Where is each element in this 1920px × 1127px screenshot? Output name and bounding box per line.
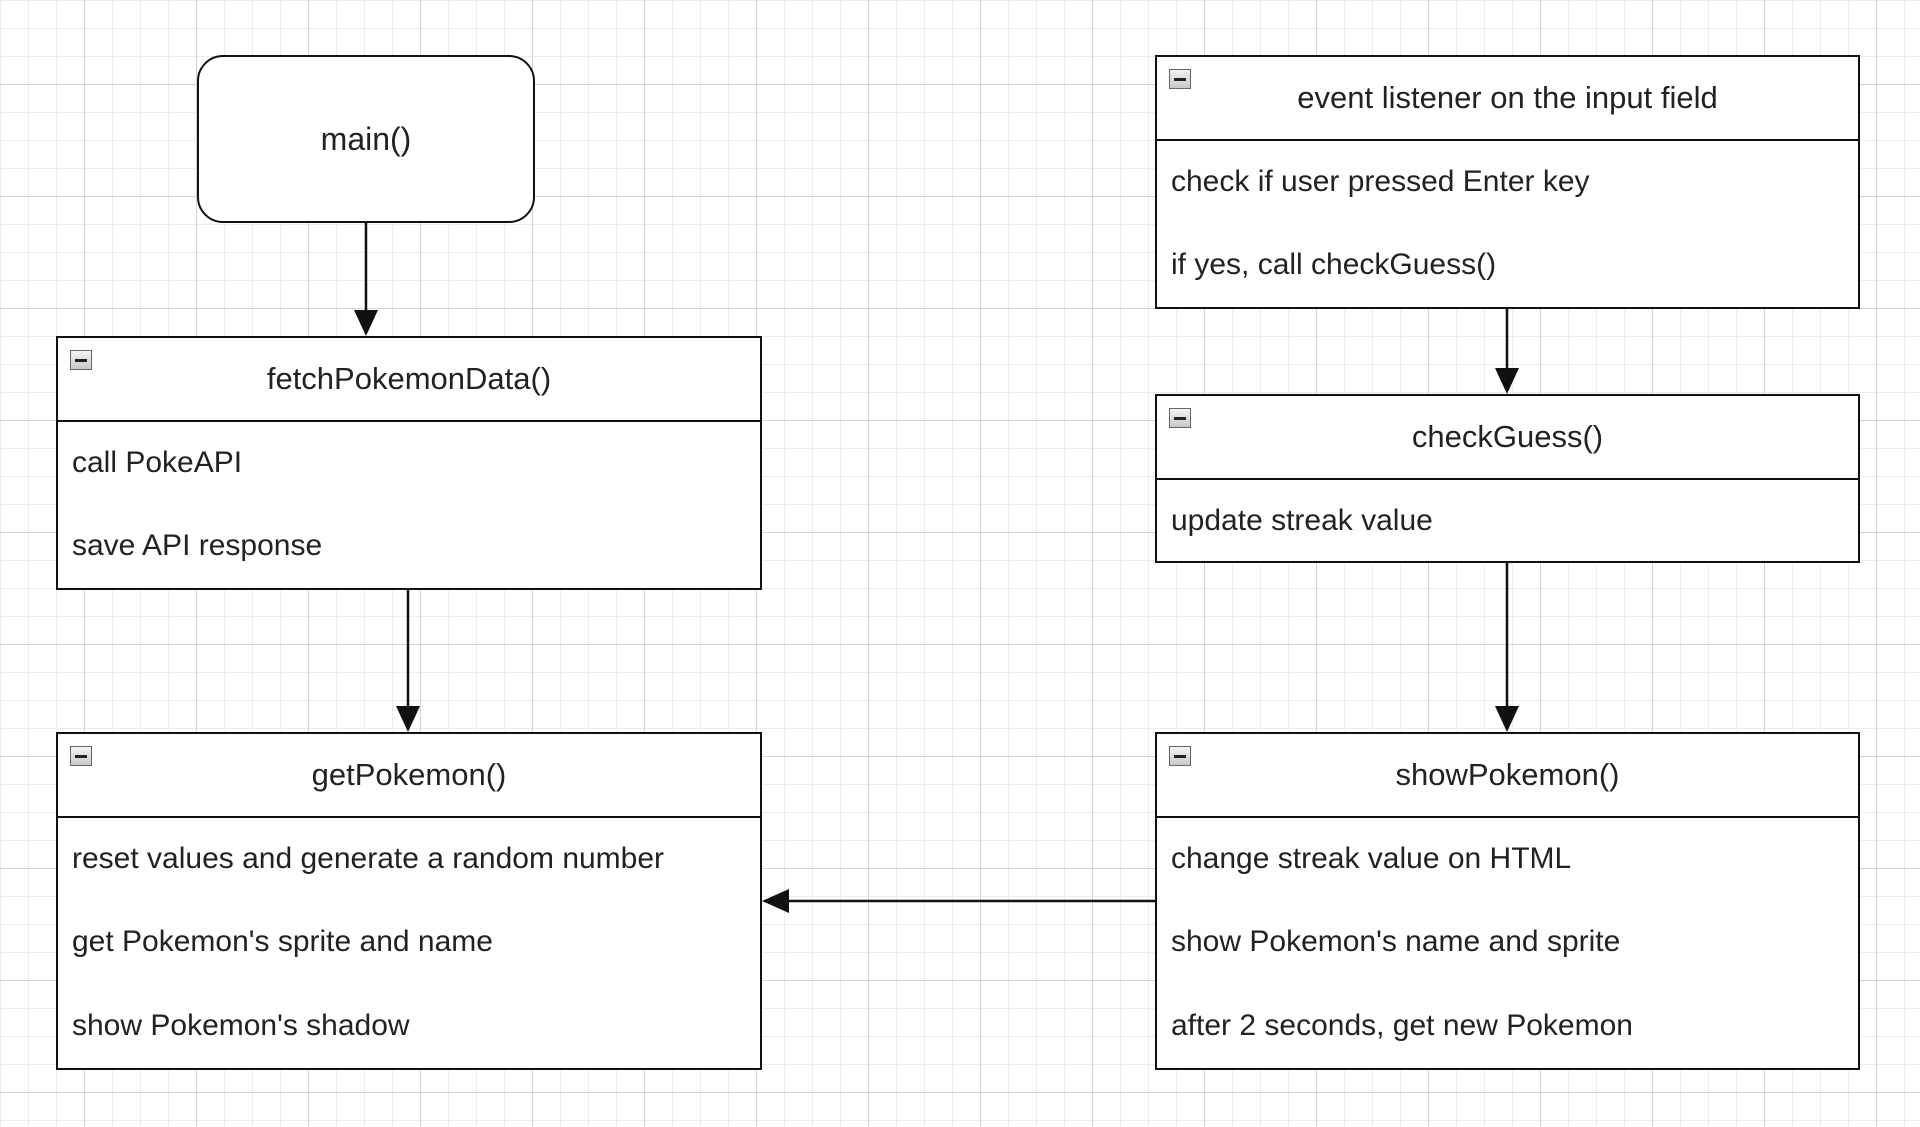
check-node-header: checkGuess() bbox=[1157, 396, 1858, 480]
edge-listener-to-check bbox=[1495, 309, 1519, 394]
fetch-node-item: call PokeAPI bbox=[72, 446, 243, 479]
collapse-icon[interactable] bbox=[1169, 746, 1191, 766]
collapse-icon[interactable] bbox=[70, 746, 92, 766]
edge-check-to-show bbox=[1495, 563, 1519, 732]
main-node[interactable]: main() bbox=[197, 55, 535, 223]
listener-node-body: check if user pressed Enter key if yes, … bbox=[1157, 141, 1858, 307]
fetch-node-item: save API response bbox=[72, 529, 323, 562]
check-node-body: update streak value bbox=[1157, 480, 1858, 562]
get-node-title: getPokemon() bbox=[311, 757, 507, 792]
fetch-node-body: call PokeAPI save API response bbox=[58, 422, 760, 588]
event-listener-node[interactable]: event listener on the input field check … bbox=[1155, 55, 1860, 309]
get-node-header: getPokemon() bbox=[58, 734, 760, 818]
show-node-item: after 2 seconds, get new Pokemon bbox=[1171, 1009, 1633, 1042]
fetch-pokemon-data-node[interactable]: fetchPokemonData() call PokeAPI save API… bbox=[56, 336, 762, 590]
edge-fetch-to-get bbox=[396, 590, 420, 732]
get-pokemon-node[interactable]: getPokemon() reset values and generate a… bbox=[56, 732, 762, 1070]
collapse-icon[interactable] bbox=[1169, 69, 1191, 89]
get-node-body: reset values and generate a random numbe… bbox=[58, 818, 760, 1068]
main-label: main() bbox=[320, 120, 412, 157]
fetch-node-title: fetchPokemonData() bbox=[266, 361, 552, 396]
show-node-item: change streak value on HTML bbox=[1171, 842, 1572, 875]
get-node-item: show Pokemon's shadow bbox=[72, 1009, 410, 1042]
show-node-title: showPokemon() bbox=[1395, 757, 1620, 792]
listener-node-header: event listener on the input field bbox=[1157, 57, 1858, 141]
listener-node-title: event listener on the input field bbox=[1297, 80, 1718, 115]
show-node-header: showPokemon() bbox=[1157, 734, 1858, 818]
check-node-title: checkGuess() bbox=[1411, 419, 1604, 454]
show-pokemon-node[interactable]: showPokemon() change streak value on HTM… bbox=[1155, 732, 1860, 1070]
collapse-icon[interactable] bbox=[70, 350, 92, 370]
check-guess-node[interactable]: checkGuess() update streak value bbox=[1155, 394, 1860, 563]
edge-main-to-fetch bbox=[354, 223, 378, 336]
show-node-item: show Pokemon's name and sprite bbox=[1171, 925, 1621, 958]
listener-node-item: if yes, call checkGuess() bbox=[1171, 248, 1497, 281]
fetch-node-header: fetchPokemonData() bbox=[58, 338, 760, 422]
get-node-item: reset values and generate a random numbe… bbox=[72, 842, 665, 875]
check-node-item: update streak value bbox=[1171, 504, 1433, 537]
show-node-body: change streak value on HTML show Pokemon… bbox=[1157, 818, 1858, 1068]
edge-show-to-get bbox=[762, 889, 1155, 913]
listener-node-item: check if user pressed Enter key bbox=[1171, 165, 1590, 198]
get-node-item: get Pokemon's sprite and name bbox=[72, 925, 493, 958]
collapse-icon[interactable] bbox=[1169, 408, 1191, 428]
